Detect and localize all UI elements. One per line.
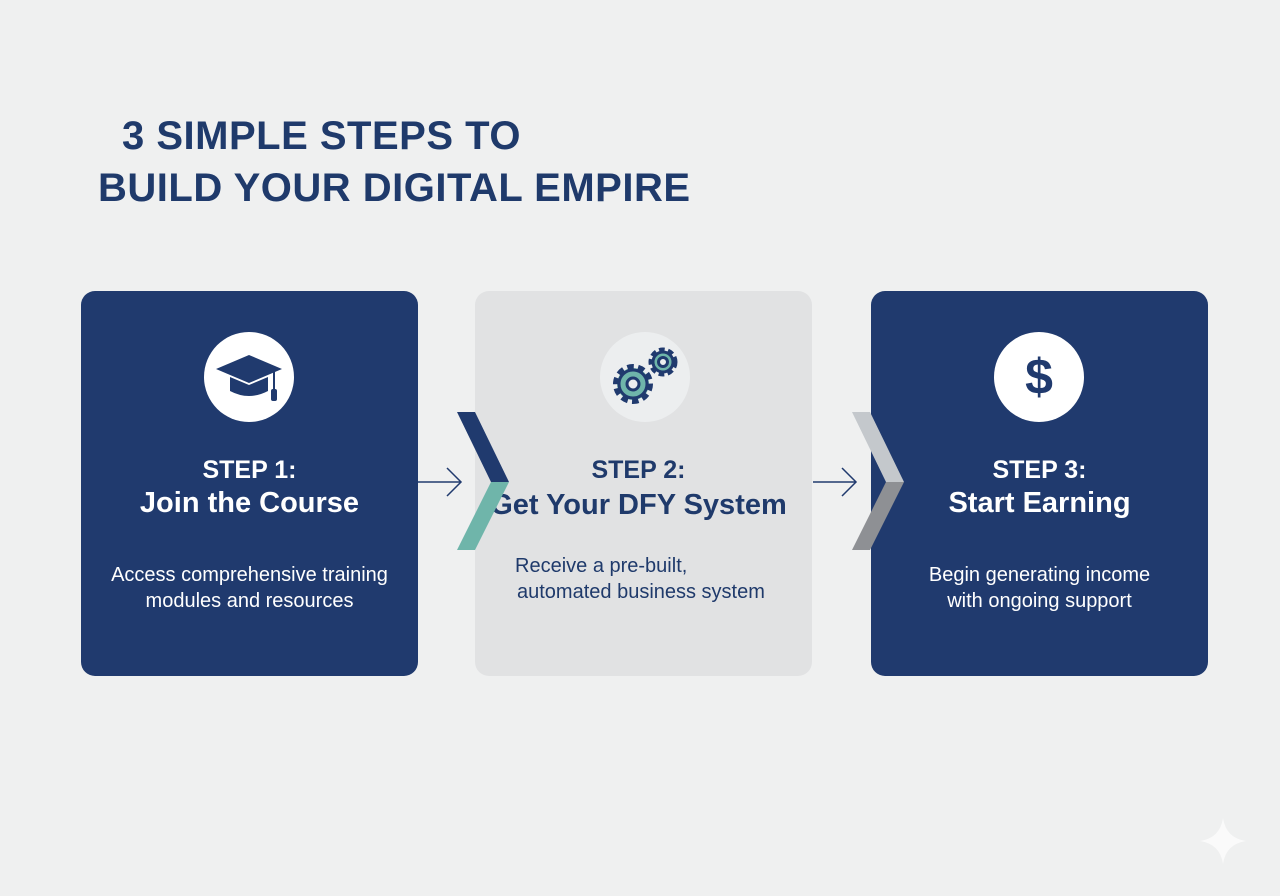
step-title: Get Your DFY System	[490, 489, 787, 521]
arrow-1-to-2	[418, 412, 509, 550]
step-title: Join the Course	[139, 487, 360, 519]
arrow-2-to-3	[813, 412, 904, 550]
page-title-line2: BUILD YOUR DIGITAL EMPIRE	[98, 166, 691, 210]
graduation-cap-icon	[204, 332, 294, 422]
page-title-line1: 3 SIMPLE STEPS TO	[122, 114, 521, 158]
step-label: STEP 3:	[992, 456, 1087, 484]
dollar-icon: $	[994, 332, 1084, 422]
step-card-1: STEP 1: Join the Course Access comprehen…	[81, 291, 418, 676]
step-label: STEP 2:	[591, 456, 686, 484]
step-card-3: $ STEP 3: Start Earning Begin generating…	[871, 291, 1208, 676]
step-label: STEP 1:	[202, 456, 297, 484]
sparkle-icon	[1200, 818, 1246, 864]
step-card-2: STEP 2: Get Your DFY System Receive a pr…	[475, 291, 812, 676]
step-description: Receive a pre-built,automated business s…	[515, 555, 765, 603]
gears-icon	[600, 332, 690, 422]
step-title: Start Earning	[948, 487, 1131, 519]
